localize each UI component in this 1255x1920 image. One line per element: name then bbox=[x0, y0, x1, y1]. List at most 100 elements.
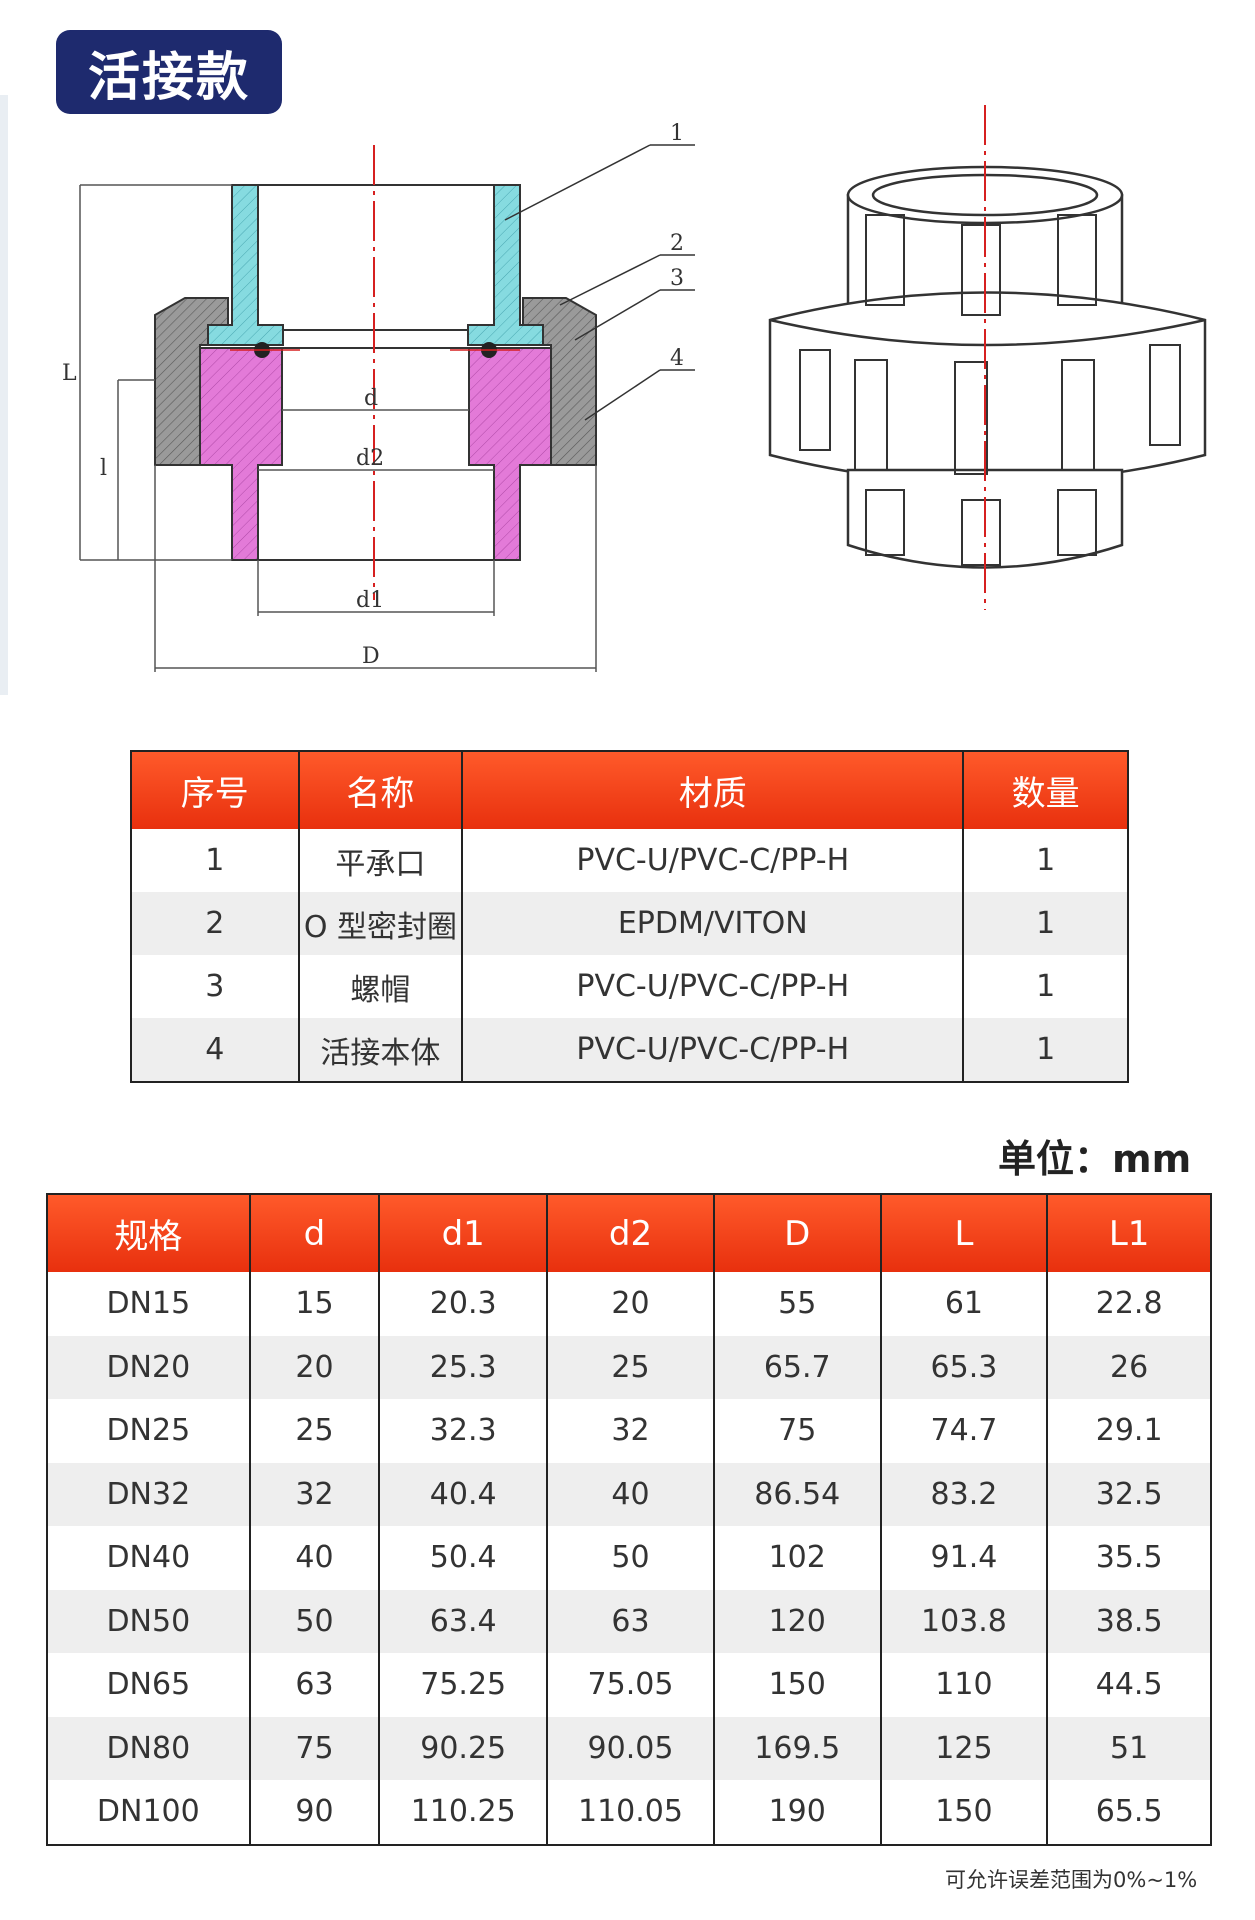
cell: 103.8 bbox=[879, 1589, 1048, 1653]
cell: 1 bbox=[962, 1018, 1128, 1082]
cell: 40.4 bbox=[378, 1462, 548, 1526]
cell: DN20 bbox=[47, 1335, 250, 1399]
cell: 110.25 bbox=[378, 1780, 548, 1845]
cell: 50 bbox=[546, 1526, 714, 1590]
cell: DN15 bbox=[106, 1286, 191, 1322]
unit-label: 单位：mm bbox=[998, 1137, 1192, 1181]
body-right bbox=[468, 347, 552, 561]
cell: 65.5 bbox=[1046, 1780, 1211, 1845]
cell: 63 bbox=[546, 1589, 714, 1653]
dim-d2-label: d2 bbox=[356, 446, 384, 471]
cell: 102 bbox=[712, 1526, 881, 1590]
cell: 50 bbox=[248, 1589, 380, 1653]
cell: 91.4 bbox=[879, 1526, 1048, 1590]
cell: DN25 bbox=[106, 1413, 191, 1449]
callout-2: 2 bbox=[670, 231, 684, 256]
cell: 51 bbox=[1046, 1716, 1211, 1780]
cell: 55 bbox=[712, 1272, 881, 1336]
dim-D-label: D bbox=[362, 644, 380, 669]
cell: 74.7 bbox=[879, 1399, 1048, 1463]
header-quantity: 数量 bbox=[962, 751, 1128, 829]
dim-L-label: L bbox=[62, 361, 77, 386]
cell: 29.1 bbox=[1046, 1399, 1211, 1463]
cell: 75 bbox=[712, 1399, 881, 1463]
header-d: d bbox=[248, 1194, 380, 1272]
cell: 32.5 bbox=[1046, 1462, 1211, 1526]
cell: 40 bbox=[546, 1462, 714, 1526]
tolerance-footnote: 可允许误差范围为0%~1% bbox=[945, 1868, 1198, 1892]
cell: 44.5 bbox=[1046, 1653, 1211, 1717]
union-isometric-view bbox=[768, 105, 1207, 610]
cell: 20 bbox=[546, 1272, 714, 1336]
cell: 190 bbox=[712, 1780, 881, 1845]
header-d1: d1 bbox=[378, 1194, 548, 1272]
cell: 螺帽 bbox=[297, 955, 463, 1018]
page-edge-strip bbox=[0, 95, 8, 695]
dim-d-label: d bbox=[364, 386, 378, 411]
table-row: 1 平承口 PVC-U/PVC-C/PP-H 1 bbox=[131, 829, 1128, 892]
cell: 150 bbox=[712, 1653, 881, 1717]
cell: 61 bbox=[879, 1272, 1048, 1336]
cell: 38.5 bbox=[1046, 1589, 1211, 1653]
cell: 32 bbox=[546, 1399, 714, 1463]
cell: 4 bbox=[131, 1018, 299, 1082]
cell: 32 bbox=[248, 1462, 380, 1526]
cell: 63 bbox=[248, 1653, 380, 1717]
dim-L1-label: l bbox=[100, 456, 107, 481]
cell: 65.7 bbox=[712, 1335, 881, 1399]
cell: 150 bbox=[879, 1780, 1048, 1845]
cell: PVC-U/PVC-C/PP-H bbox=[461, 1018, 964, 1082]
cell: 63.4 bbox=[378, 1589, 548, 1653]
cell: EPDM/VITON bbox=[461, 892, 964, 955]
cell: DN32 bbox=[47, 1462, 250, 1526]
cell: 50.4 bbox=[378, 1526, 548, 1590]
cell: 75.05 bbox=[546, 1653, 714, 1717]
callout-1: 1 bbox=[670, 121, 684, 146]
cell: PVC-U/PVC-C/PP-H bbox=[461, 955, 964, 1018]
body-left bbox=[199, 347, 283, 561]
cell: 活接本体 bbox=[297, 1018, 463, 1082]
header-name: 名称 bbox=[297, 751, 463, 829]
table-row: 4 活接本体 PVC-U/PVC-C/PP-H 1 bbox=[131, 1018, 1128, 1082]
cell: 20.3 bbox=[378, 1272, 548, 1336]
cell: O 型密封圈 bbox=[297, 892, 463, 955]
cell: 120 bbox=[712, 1589, 881, 1653]
header-d2: d2 bbox=[546, 1194, 714, 1272]
cell: PVC-U/PVC-C/PP-H bbox=[461, 829, 964, 892]
section-title-badge: 活接款 bbox=[56, 30, 282, 114]
header-size: 规格 bbox=[47, 1194, 250, 1272]
cell: 125 bbox=[879, 1716, 1048, 1780]
cell: DN100 bbox=[96, 1794, 200, 1830]
cell: 90 bbox=[248, 1780, 380, 1845]
cell: 110.05 bbox=[546, 1780, 714, 1845]
spec-header-row: 规格 d d1 d2 D L L1 bbox=[47, 1194, 1211, 1272]
cell: 25.3 bbox=[378, 1335, 548, 1399]
cross-section-drawing: 1 2 3 4 d d2 d1 D L l bbox=[62, 121, 695, 672]
header-material: 材质 bbox=[461, 751, 964, 829]
header-L: L bbox=[879, 1194, 1048, 1272]
table-row: 2 O 型密封圈 EPDM/VITON 1 bbox=[131, 892, 1128, 955]
cell: 90.05 bbox=[546, 1716, 714, 1780]
cell: 110 bbox=[879, 1653, 1048, 1717]
socket-right bbox=[467, 184, 544, 346]
cell: 26 bbox=[1046, 1335, 1211, 1399]
cell: 1 bbox=[962, 829, 1128, 892]
socket-left bbox=[207, 184, 284, 346]
cell: 86.54 bbox=[712, 1462, 881, 1526]
header-index: 序号 bbox=[131, 751, 299, 829]
cell: 15 bbox=[248, 1272, 380, 1336]
header-D: D bbox=[712, 1194, 881, 1272]
cell: 32.3 bbox=[378, 1399, 548, 1463]
section-title: 活接款 bbox=[87, 47, 250, 108]
cell: 25 bbox=[546, 1335, 714, 1399]
table-row: 3 螺帽 PVC-U/PVC-C/PP-H 1 bbox=[131, 955, 1128, 1018]
cell: 90.25 bbox=[378, 1716, 548, 1780]
